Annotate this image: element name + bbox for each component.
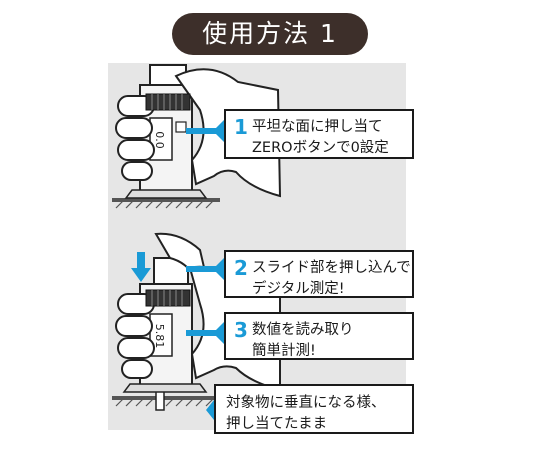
note-text-line-1: 対象物に垂直になる様、 bbox=[226, 395, 386, 411]
step-number: 3 bbox=[234, 318, 248, 342]
step-1-callout: 1 平坦な面に押し当て ZEROボタンで0設定 bbox=[224, 109, 414, 159]
step-text-line-2: ZEROボタンで0設定 bbox=[252, 140, 389, 156]
step-text-line-1: 平坦な面に押し当て bbox=[252, 119, 383, 135]
step-number: 1 bbox=[234, 115, 248, 139]
svg-text:0.0: 0.0 bbox=[153, 131, 166, 149]
step-text-line-2: デジタル測定! bbox=[252, 281, 345, 297]
note-text-line-2: 押し当てたまま bbox=[226, 416, 328, 432]
step-text-line-1: スライド部を押し込んで bbox=[252, 260, 411, 276]
step-number: 2 bbox=[234, 256, 248, 280]
step-text-line-1: 数値を読み取り bbox=[252, 322, 354, 338]
step-2-callout: 2 スライド部を押し込んで デジタル測定! bbox=[224, 250, 414, 298]
svg-text:5.81: 5.81 bbox=[153, 324, 166, 349]
step-3-callout: 3 数値を読み取り 簡単計測! bbox=[224, 312, 414, 360]
note-callout: 対象物に垂直になる様、 押し当てたまま bbox=[214, 384, 414, 434]
title-banner: 使用方法 1 bbox=[172, 13, 368, 55]
step-text-line-2: 簡単計測! bbox=[252, 343, 316, 359]
